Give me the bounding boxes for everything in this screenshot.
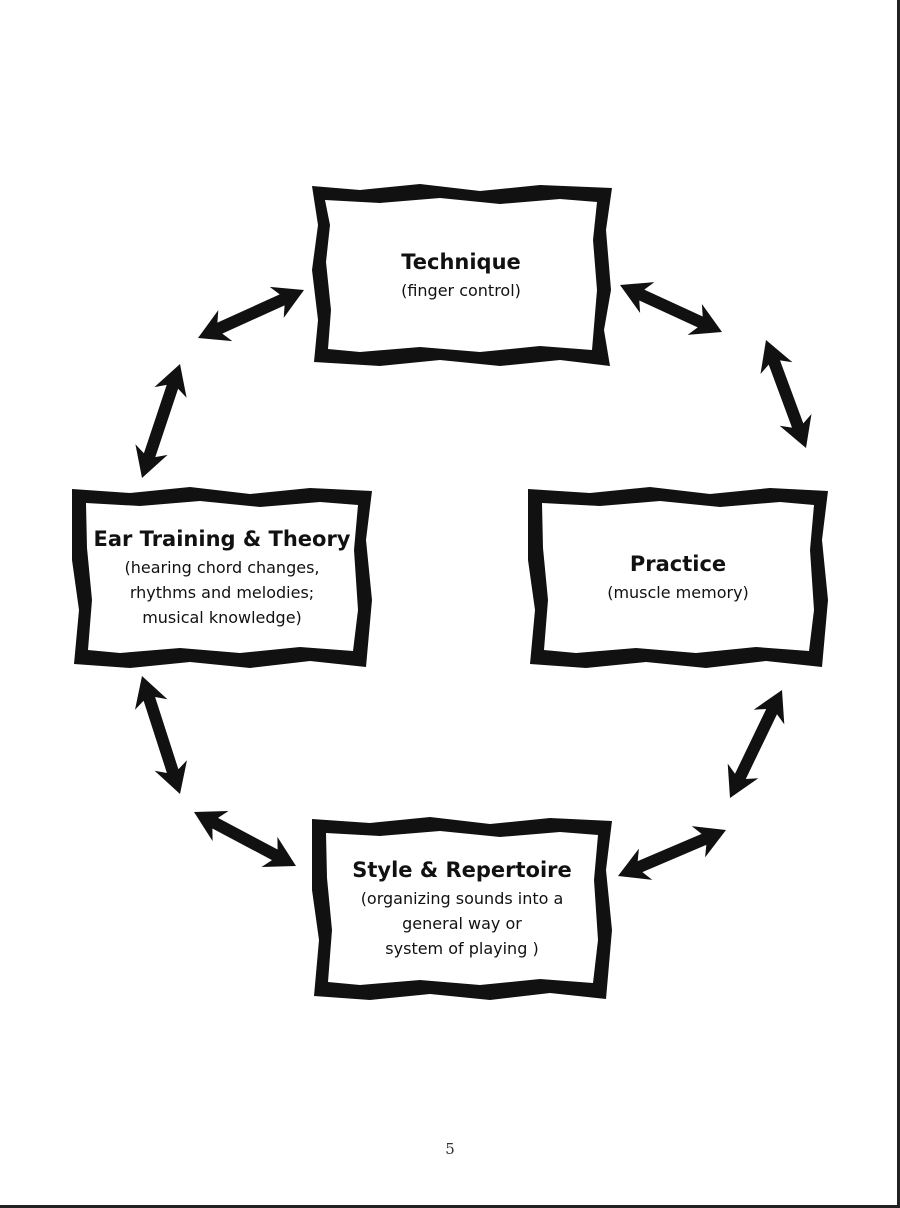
style-title: Style & Repertoire [352, 857, 572, 882]
technique-box: Technique (finger control) [330, 205, 592, 345]
arrow-technique-practice-b [760, 340, 812, 448]
arrow-technique-practice-a [620, 282, 722, 335]
arrow-practice-style-a [727, 690, 785, 798]
arrow-style-ear-a [194, 811, 296, 867]
ear-training-box: Ear Training & Theory (hearing chord cha… [88, 506, 356, 648]
technique-subtitle: (finger control) [401, 280, 521, 300]
ear-training-subtitle: (hearing chord changes, rhythms and melo… [124, 557, 320, 627]
arrow-practice-style-b [618, 826, 726, 880]
arrow-style-ear-b [135, 676, 187, 794]
style-subtitle: (organizing sounds into a general way or… [360, 888, 564, 958]
practice-title: Practice [629, 551, 727, 576]
technique-title: Technique [401, 249, 521, 274]
arrow-ear-technique-a [135, 364, 187, 478]
page-number: 5 [445, 1140, 455, 1158]
practice-subtitle: (muscle memory) [607, 582, 749, 602]
style-box: Style & Repertoire (organizing sounds in… [330, 836, 594, 980]
arrow-ear-technique-b [198, 286, 304, 342]
ear-training-title: Ear Training & Theory [93, 526, 351, 551]
practice-box: Practice (muscle memory) [546, 506, 810, 648]
